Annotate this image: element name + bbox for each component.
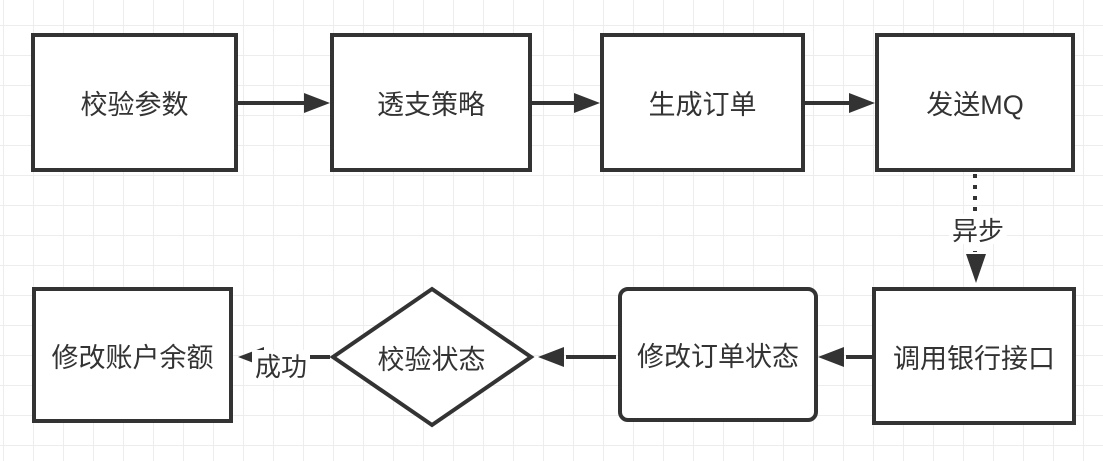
node-update-account-balance[interactable]: 修改账户余额 xyxy=(32,287,233,423)
node-label: 修改订单状态 xyxy=(637,342,799,372)
connector-bankapi-to-orderstatus[interactable] xyxy=(818,347,872,367)
arrow-head-right-icon xyxy=(849,93,875,113)
node-check-status-label: 校验状态 xyxy=(332,289,531,425)
node-label: 校验状态 xyxy=(377,344,486,375)
node-label: 调用银行接口 xyxy=(893,343,1055,374)
node-validate-params[interactable]: 校验参数 xyxy=(31,33,238,172)
arrow-head-right-icon xyxy=(304,93,330,113)
node-create-order[interactable]: 生成订单 xyxy=(600,33,805,172)
node-update-order-status[interactable]: 修改订单状态 xyxy=(618,287,818,422)
edge-label-async[interactable]: 异步 xyxy=(949,214,1007,246)
arrow-head-right-icon xyxy=(574,93,600,113)
arrow-head-left-icon xyxy=(818,347,844,367)
connector-orderstatus-to-checkstatus[interactable] xyxy=(538,347,616,367)
node-overdraft-policy[interactable]: 透支策略 xyxy=(330,33,532,172)
edge-label-success[interactable]: 成功 xyxy=(252,350,310,382)
node-check-status-shape[interactable] xyxy=(329,286,535,428)
connector-mq-to-bankapi-async[interactable] xyxy=(966,174,986,283)
node-label: 发送MQ xyxy=(926,90,1024,120)
connector-overdraft-to-order[interactable] xyxy=(532,93,600,113)
node-label: 修改账户余额 xyxy=(51,342,214,373)
connector-order-to-mq[interactable] xyxy=(805,93,875,113)
arrow-head-left-icon xyxy=(538,347,564,367)
node-label: 生成订单 xyxy=(648,90,757,120)
arrow-head-down-icon xyxy=(966,254,986,283)
node-call-bank-api[interactable]: 调用银行接口 xyxy=(872,287,1076,425)
node-label: 校验参数 xyxy=(80,90,189,120)
node-send-mq[interactable]: 发送MQ xyxy=(875,33,1075,172)
node-label: 透支策略 xyxy=(377,90,485,120)
connector-validate-to-overdraft[interactable] xyxy=(238,93,330,113)
